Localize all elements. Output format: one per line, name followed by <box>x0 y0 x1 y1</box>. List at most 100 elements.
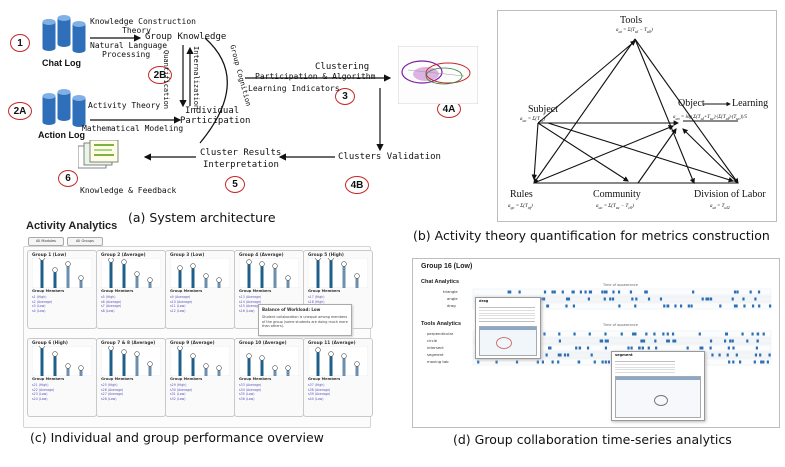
activity-tick <box>604 360 607 364</box>
activity-tick <box>546 304 549 308</box>
activity-tick <box>749 290 752 294</box>
activity-tick <box>727 346 730 350</box>
drag-popup[interactable]: drag <box>475 297 541 359</box>
activity-tick <box>543 290 547 294</box>
step-2a-badge: 2A <box>8 102 32 120</box>
group-member-link[interactable]: s40 (Low) <box>308 396 324 401</box>
group-member-link[interactable]: s28 (Low) <box>101 396 117 401</box>
member-bar <box>355 364 359 376</box>
group-member-link[interactable]: s39 (Average) <box>308 392 331 396</box>
group-member-link[interactable]: s2 (Average) <box>32 299 53 304</box>
panel-system-architecture: Chat Log Action Log 1 2A 2B 3 4A 4B 5 6 … <box>0 0 478 232</box>
group-member-link[interactable]: s8 (Low) <box>101 308 115 313</box>
all-groups-button[interactable]: All Groups <box>67 237 103 246</box>
interpretation-label: Interpretation <box>203 160 279 170</box>
member-bar <box>40 346 44 376</box>
formula-object: auo = log Σ(Tul+Tuc)·|Σ(Tul)·(Tuc)|/5 <box>673 115 748 121</box>
member-dot <box>203 363 209 369</box>
activity-tick <box>612 290 615 294</box>
group-member-link[interactable]: s17 (High) <box>308 295 325 299</box>
activity-tick <box>671 332 675 336</box>
group-member-link[interactable]: s33 (Average) <box>239 383 262 387</box>
tool-row-label: segment <box>427 352 444 357</box>
activity-tick <box>553 290 556 294</box>
group-member-link[interactable]: s18 (High) <box>308 299 325 304</box>
segment-popup[interactable]: segment <box>611 351 705 421</box>
group-member-link[interactable]: s3 (Low) <box>32 304 46 308</box>
activity-tick <box>654 339 657 343</box>
group-member-link[interactable]: s1 (High) <box>32 295 47 299</box>
step-5-badge: 5 <box>225 176 245 193</box>
all-modules-button[interactable]: All Modules <box>28 237 64 246</box>
group-member-link[interactable]: s35 (Low) <box>239 392 255 396</box>
group-member-link[interactable]: s23 (Low) <box>32 392 48 396</box>
clusters-validation-label: Clusters Validation <box>338 152 441 162</box>
activity-tick <box>558 332 561 336</box>
time-label-chat: Time of appearance <box>603 283 638 287</box>
member-bar <box>191 266 195 288</box>
group-member-link[interactable]: s15 (Average) <box>239 304 262 308</box>
group-member-link[interactable]: s7 (Average) <box>101 304 122 308</box>
activity-tick <box>742 297 745 301</box>
group-member-link[interactable]: s38 (Average) <box>308 387 331 392</box>
tool-row-label: moving tab <box>427 359 449 364</box>
activity-tick <box>559 353 562 357</box>
group-members-label: Group Members <box>170 377 203 381</box>
member-dot <box>52 351 58 357</box>
group-member-link[interactable]: s4 (Low) <box>32 308 46 313</box>
group-member-link[interactable]: s21 (High) <box>32 383 49 387</box>
group-member-link[interactable]: s37 (High) <box>308 383 325 387</box>
activity-tick <box>557 360 560 364</box>
group-member-link[interactable]: s6 (Average) <box>101 299 122 304</box>
activity-tick <box>565 297 569 301</box>
group-card[interactable]: Group 9 (Average) Group Members s29 (High)… <box>165 338 235 417</box>
group-member-link[interactable]: s12 (Low) <box>170 308 186 313</box>
group-member-link[interactable]: s36 (Low) <box>239 396 255 401</box>
group-member-link[interactable]: s30 (Average) <box>170 387 193 392</box>
group-member-link[interactable]: s16 (Low) <box>239 308 255 313</box>
activity-tick <box>590 353 593 357</box>
group-member-link[interactable]: s5 (High) <box>101 295 116 299</box>
activity-tick <box>757 290 761 294</box>
group-member-link[interactable]: s31 (Low) <box>170 392 186 396</box>
group-card-title: Group 9 (Average) <box>170 341 215 346</box>
activity-tick <box>642 339 646 343</box>
group-member-link[interactable]: s9 (Average) <box>170 295 191 299</box>
segment-popup-screenshot <box>615 376 701 418</box>
group-member-link[interactable]: s11 (Low) <box>170 304 186 308</box>
group-member-link[interactable]: s27 (Average) <box>101 392 124 396</box>
group-member-link[interactable]: s25 (High) <box>101 383 118 387</box>
member-bar <box>178 268 182 288</box>
knowledge-construction-label: Knowledge Construction <box>90 17 196 26</box>
group-member-link[interactable]: s29 (High) <box>170 383 187 387</box>
member-dot <box>272 365 278 371</box>
activity-tick <box>575 346 578 350</box>
member-bars <box>101 258 161 288</box>
segment-popup-text <box>615 359 675 373</box>
group-member-link[interactable]: s22 (Average) <box>32 387 55 392</box>
group-member-link[interactable]: s24 (Low) <box>32 396 48 401</box>
group-knowledge-label: Group Knowledge <box>145 32 227 42</box>
group-member-link[interactable]: s34 (Average) <box>239 387 262 392</box>
activity-tick <box>719 304 722 308</box>
activity-tick <box>679 304 683 308</box>
activity-tick <box>645 290 648 294</box>
group-member-link[interactable]: s10 (Average) <box>170 299 193 304</box>
group-member-link[interactable]: s26 (Average) <box>101 387 124 392</box>
activity-tick <box>768 353 771 357</box>
group-member-link[interactable]: s13 (Average) <box>239 295 262 299</box>
activity-tick <box>698 332 701 336</box>
group-member-link[interactable]: s14 (Average) <box>239 299 262 304</box>
group-member-link[interactable]: s32 (Low) <box>170 396 186 401</box>
activity-tick <box>630 346 633 350</box>
member-dot <box>52 267 58 273</box>
